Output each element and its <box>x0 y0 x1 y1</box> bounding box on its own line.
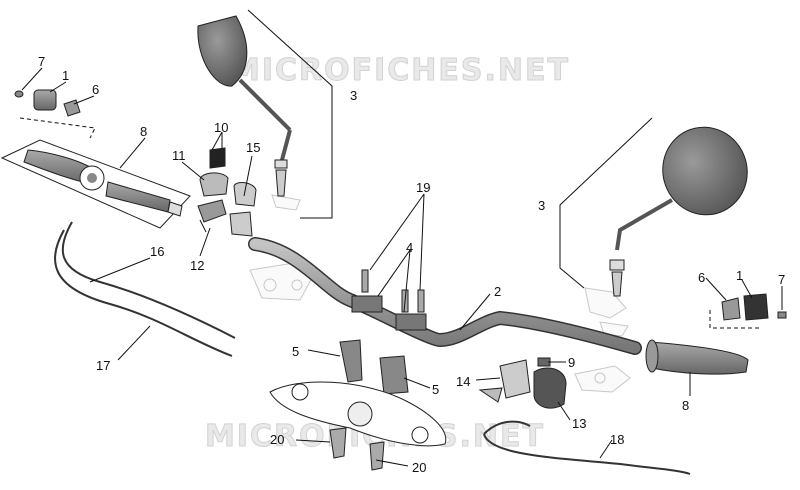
label-19: 19 <box>416 180 430 195</box>
label-7-left: 7 <box>38 54 45 69</box>
label-16: 16 <box>150 244 164 259</box>
label-10: 10 <box>214 120 228 135</box>
label-1-left: 1 <box>62 68 69 83</box>
label-18: 18 <box>610 432 624 447</box>
right-grip-assembly <box>645 293 787 375</box>
label-20-left: 20 <box>270 432 284 447</box>
label-3-left: 3 <box>350 88 357 103</box>
part-labels: 7 1 6 8 3 10 11 15 12 16 17 19 4 2 3 5 5… <box>38 54 785 475</box>
label-8-left: 8 <box>140 124 147 139</box>
label-6-right: 6 <box>698 270 705 285</box>
label-5-left: 5 <box>292 344 299 359</box>
label-17: 17 <box>96 358 110 373</box>
leader-lines <box>21 9 783 467</box>
label-20-right: 20 <box>412 460 426 475</box>
ghost-parts <box>249 194 631 393</box>
label-5-right: 5 <box>432 382 439 397</box>
triple-clamp <box>269 381 447 471</box>
label-2: 2 <box>494 284 501 299</box>
label-15: 15 <box>246 140 260 155</box>
cables <box>54 221 691 475</box>
left-mirror <box>197 15 292 197</box>
label-7-right: 7 <box>778 272 785 287</box>
label-1-right: 1 <box>736 268 743 283</box>
left-grip-assembly <box>0 89 191 229</box>
label-14: 14 <box>456 374 470 389</box>
watermark-top: MICROFICHES.NET <box>230 53 570 88</box>
handlebar <box>248 237 642 355</box>
right-mirror <box>609 126 748 297</box>
label-8-right: 8 <box>682 398 689 413</box>
label-13: 13 <box>572 416 586 431</box>
label-6-left: 6 <box>92 82 99 97</box>
label-9: 9 <box>568 355 575 370</box>
label-4: 4 <box>406 240 413 255</box>
label-3-right: 3 <box>538 198 545 213</box>
label-11: 11 <box>172 148 186 163</box>
label-12: 12 <box>190 258 204 273</box>
left-switch-housing <box>197 147 257 237</box>
right-switch-throttle <box>478 357 567 409</box>
